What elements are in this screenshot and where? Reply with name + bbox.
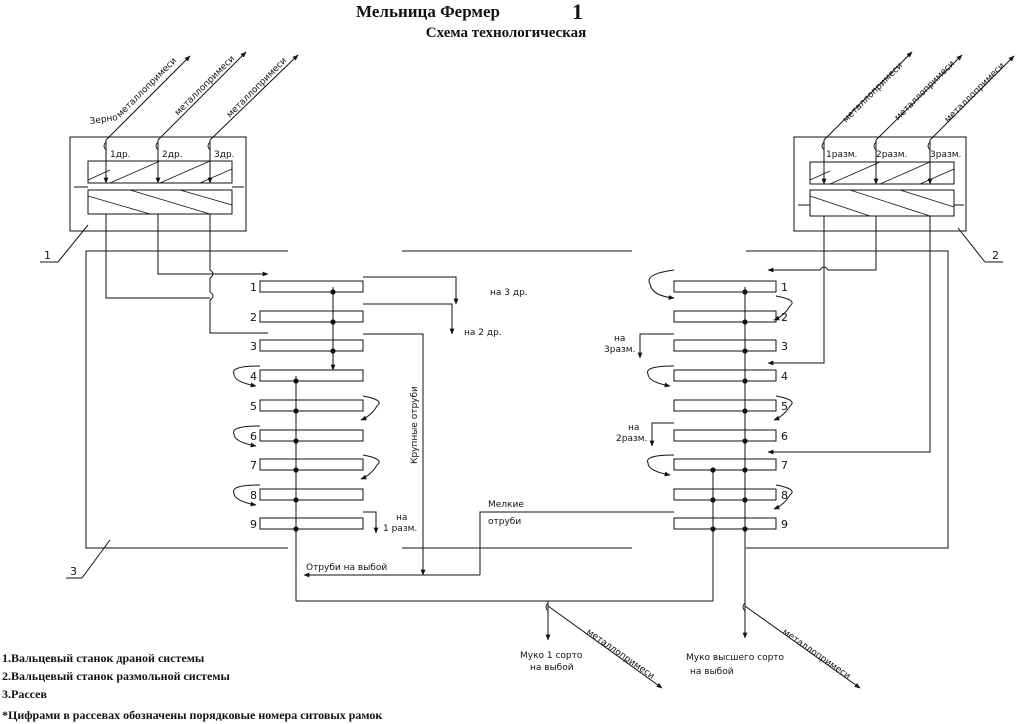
fine-bran-bottom: отруби: [488, 517, 521, 527]
flour1-bottom: на выбой: [530, 663, 574, 673]
right-sieve-frame: [673, 339, 777, 352]
left-frame-number: 5: [250, 400, 257, 413]
to-3razm-top: на: [614, 334, 625, 344]
reduction-upper-roll: [809, 161, 955, 185]
right-frame-number: 1: [781, 281, 788, 294]
left-frame-number: 9: [250, 518, 257, 531]
right-frame-number: 9: [781, 518, 788, 531]
title-number: 1: [572, 0, 583, 24]
right-frame-number: 3: [781, 340, 788, 353]
legend-item-3: 3.Рассев: [2, 687, 47, 701]
sifter-outline: 3: [66, 250, 949, 579]
premium-flour-top: Муко высшего сорто: [686, 653, 785, 663]
legend: 1.Вальцевый станок драной системы 2.Валь…: [2, 651, 382, 722]
port-1razm: 1разм.: [826, 150, 857, 160]
premium-impurities-label: металлопримеси: [780, 627, 852, 682]
left-sieve-frame: [259, 458, 364, 471]
port-1dr: 1др.: [110, 150, 131, 160]
grain-inlet-label: Зерно: [89, 113, 119, 127]
left-sieve-stack: 1 2 3 4 5 6 7 8 9 на 3 др.: [105, 214, 528, 590]
break-impurities-label-1: металлопримеси: [115, 56, 179, 120]
port-3dr: 3др.: [214, 150, 235, 160]
callout-1: 1: [44, 249, 51, 262]
reduction-roller-mill: металлопримеси металлопримеси металлопри…: [793, 51, 1015, 263]
left-frame-number: 1: [250, 281, 257, 294]
to-1razm-top: на: [396, 513, 407, 523]
reduction-roll-hatch: [809, 161, 955, 217]
left-frame-number: 2: [250, 311, 257, 324]
right-sieve-frame: [673, 488, 777, 501]
callout-2: 2: [992, 249, 999, 262]
title-text: Мельница Фермер: [356, 2, 500, 21]
right-frame-number: 4: [781, 370, 788, 383]
to-3dr-label: на 3 др.: [490, 288, 528, 298]
right-frame-number: 8: [781, 489, 788, 502]
reduction-lower-roll: [809, 189, 955, 217]
port-2dr: 2др.: [162, 150, 183, 160]
fine-bran-top: Мелкие: [488, 500, 524, 510]
left-sieve-frame: [259, 310, 364, 323]
right-frame-number: 5: [781, 400, 788, 413]
port-3razm: 3разм.: [930, 150, 961, 160]
left-sieve-frame: [259, 517, 364, 530]
right-frame-number: 2: [781, 311, 788, 324]
legend-item-2: 2.Вальцевый станок размольной системы: [2, 669, 230, 683]
break-lower-roll: [87, 189, 233, 215]
right-sieve-frame: [673, 458, 777, 471]
left-sieve-frame: [259, 339, 364, 352]
left-sieve-frame: [259, 280, 364, 293]
break-roller-mill: Зерно металлопримеси металлопримеси мета…: [40, 51, 299, 263]
callout-3: 3: [70, 565, 77, 578]
to-2razm-top: на: [628, 423, 639, 433]
right-sieve-frame: [673, 517, 777, 530]
break-impurities-label-3: металлопримеси: [225, 56, 289, 120]
to-2dr-label: на 2 др.: [464, 328, 502, 338]
flour1-impurities-label: металлопримеси: [584, 627, 656, 682]
left-sieve-frame: [259, 488, 364, 501]
left-frame-number: 8: [250, 489, 257, 502]
left-sieve-frame: [259, 429, 364, 442]
legend-item-4: *Цифрами в рассевах обозначены порядковы…: [2, 708, 382, 722]
right-sieve-frame: [673, 399, 777, 412]
legend-item-1: 1.Вальцевый станок драной системы: [2, 651, 205, 665]
reduction-mill-housing: [793, 136, 967, 232]
subtitle-text: Схема технологическая: [426, 25, 587, 41]
break-roll-hatch: [87, 160, 233, 215]
premium-flour-bottom: на выбой: [690, 667, 734, 677]
port-2razm: 2разм.: [876, 150, 907, 160]
left-sieve-frame: [259, 369, 364, 382]
right-sieve-stack: 1 2 3 4 5 6 7 8 9 на: [479, 216, 931, 639]
left-frame-number: 3: [250, 340, 257, 353]
left-frame-number: 7: [250, 459, 257, 472]
left-frame-number: 6: [250, 430, 257, 443]
left-frame-number: 4: [250, 370, 257, 383]
right-frame-number: 7: [781, 459, 788, 472]
bran-out-label: Отруби на выбой: [306, 563, 387, 573]
coarse-bran-label: Крупные отруби: [410, 386, 420, 464]
right-sieve-frame: [673, 369, 777, 382]
right-sieve-frame: [673, 310, 777, 323]
left-sieve-frame: [259, 399, 364, 412]
to-3razm-bottom: 3разм.: [604, 345, 635, 355]
flour1-top: Муко 1 сорто: [520, 651, 583, 661]
diagram-title: Мельница Фермер 1 Схема технологическая: [356, 0, 586, 41]
to-1razm-bottom: 1 разм.: [383, 524, 417, 534]
output-lines: Отруби на выбой металлопримеси Муко 1 со…: [295, 563, 861, 689]
to-2razm-bottom: 2разм.: [616, 434, 647, 444]
right-sieve-frame: [673, 280, 777, 293]
right-frame-number: 6: [781, 430, 788, 443]
right-sieve-frame: [673, 429, 777, 442]
